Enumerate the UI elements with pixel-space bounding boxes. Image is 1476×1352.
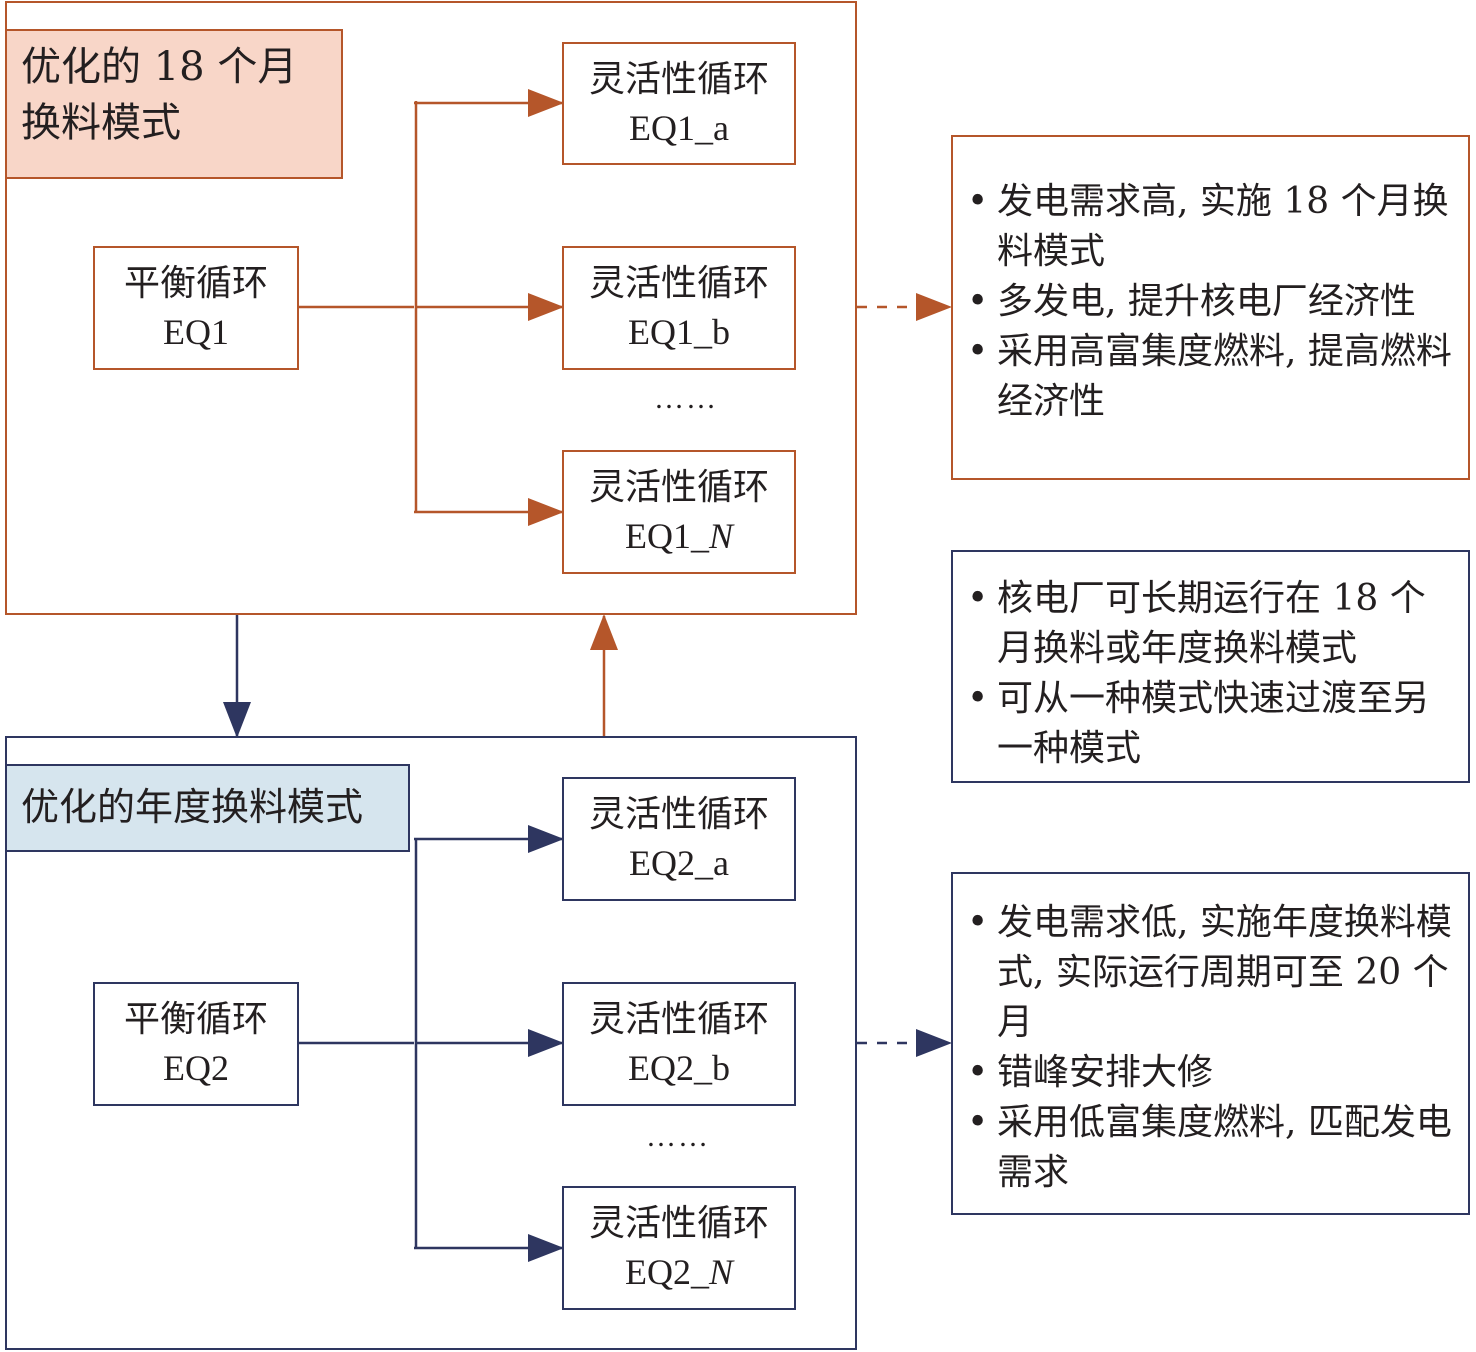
node-balanced-eq2: 平衡循环 EQ2 xyxy=(93,982,299,1106)
node-code: EQ2_a xyxy=(629,843,729,883)
node-label: 灵活性循环 xyxy=(588,58,769,100)
node-flex-eq1-n: 灵活性循环 EQ1_N xyxy=(562,450,796,574)
edge-eq1-fanout xyxy=(298,89,564,526)
node-code-n: N xyxy=(708,1252,733,1292)
node-code: EQ2_b xyxy=(628,1048,730,1088)
node-flex-eq2-a: 灵活性循环 EQ2_a xyxy=(562,777,796,901)
note-transition: •核电厂可长期运行在 18 个月换料或年度换料模式 •可从一种模式快速过渡至另一… xyxy=(951,550,1470,783)
note-item: •采用低富集度燃料, 匹配发电需求 xyxy=(963,1098,1458,1198)
bullet-icon: • xyxy=(967,331,989,372)
bullet-icon: • xyxy=(967,678,989,719)
node-code-prefix: EQ1_ xyxy=(624,516,709,556)
bullet-icon: • xyxy=(967,1102,989,1143)
node-code-n: N xyxy=(708,516,733,556)
node-code: EQ2_N xyxy=(625,1248,733,1296)
bullet-icon: • xyxy=(967,902,989,943)
node-code: EQ1_a xyxy=(629,107,729,148)
node-code: EQ2 xyxy=(163,1048,229,1088)
note-item: •可从一种模式快速过渡至另一种模式 xyxy=(963,674,1458,774)
title-line-1: 优化的 18 个月 xyxy=(21,44,298,90)
node-label: 灵活性循环 xyxy=(588,1203,769,1244)
group-annual-title: 优化的年度换料模式 xyxy=(5,764,410,852)
bullet-icon: • xyxy=(967,1052,989,1093)
node-flex-eq1-a: 灵活性循环 EQ1_a xyxy=(562,42,796,165)
node-label: 平衡循环 xyxy=(123,263,268,304)
ellipsis-eq2: …… xyxy=(646,1120,710,1153)
node-flex-eq2-b: 灵活性循环 EQ2_b xyxy=(562,982,796,1106)
node-balanced-eq1: 平衡循环 EQ1 xyxy=(93,246,299,370)
note-18-month: •发电需求高, 实施 18 个月换料模式 •多发电, 提升核电厂经济性 •采用高… xyxy=(951,135,1470,480)
group-18-month-title: 优化的 18 个月 换料模式 xyxy=(5,29,343,179)
ellipsis-eq1: …… xyxy=(654,382,718,415)
note-item: •发电需求低, 实施年度换料模式, 实际运行周期可至 20 个月 xyxy=(963,898,1458,1048)
node-code: EQ1 xyxy=(163,312,229,352)
note-item: •发电需求高, 实施 18 个月换料模式 xyxy=(963,177,1458,277)
node-code: EQ1_b xyxy=(628,312,730,352)
node-code: EQ1_N xyxy=(625,512,733,560)
bullet-icon: • xyxy=(967,281,989,322)
node-flex-eq1-b: 灵活性循环 EQ1_b xyxy=(562,246,796,370)
note-item: •采用高富集度燃料, 提高燃料经济性 xyxy=(963,327,1458,427)
group-annual xyxy=(5,736,857,1350)
note-annual: •发电需求低, 实施年度换料模式, 实际运行周期可至 20 个月 •错峰安排大修… xyxy=(951,872,1470,1215)
title-line: 优化的年度换料模式 xyxy=(21,785,364,829)
node-label: 平衡循环 xyxy=(123,999,268,1040)
title-line-2: 换料模式 xyxy=(21,100,181,146)
group-18-month xyxy=(5,1,857,615)
node-label: 灵活性循环 xyxy=(588,263,769,304)
bullet-icon: • xyxy=(967,578,989,619)
node-code-prefix: EQ2_ xyxy=(624,1252,709,1292)
bullet-icon: • xyxy=(967,181,989,222)
node-label: 灵活性循环 xyxy=(588,467,769,508)
node-label: 灵活性循环 xyxy=(588,999,769,1040)
note-item: •核电厂可长期运行在 18 个月换料或年度换料模式 xyxy=(963,574,1458,674)
node-label: 灵活性循环 xyxy=(588,794,769,835)
note-item: •错峰安排大修 xyxy=(963,1048,1458,1098)
node-flex-eq2-n: 灵活性循环 EQ2_N xyxy=(562,1186,796,1310)
note-item: •多发电, 提升核电厂经济性 xyxy=(963,277,1458,327)
edge-eq2-fanout xyxy=(298,825,564,1262)
